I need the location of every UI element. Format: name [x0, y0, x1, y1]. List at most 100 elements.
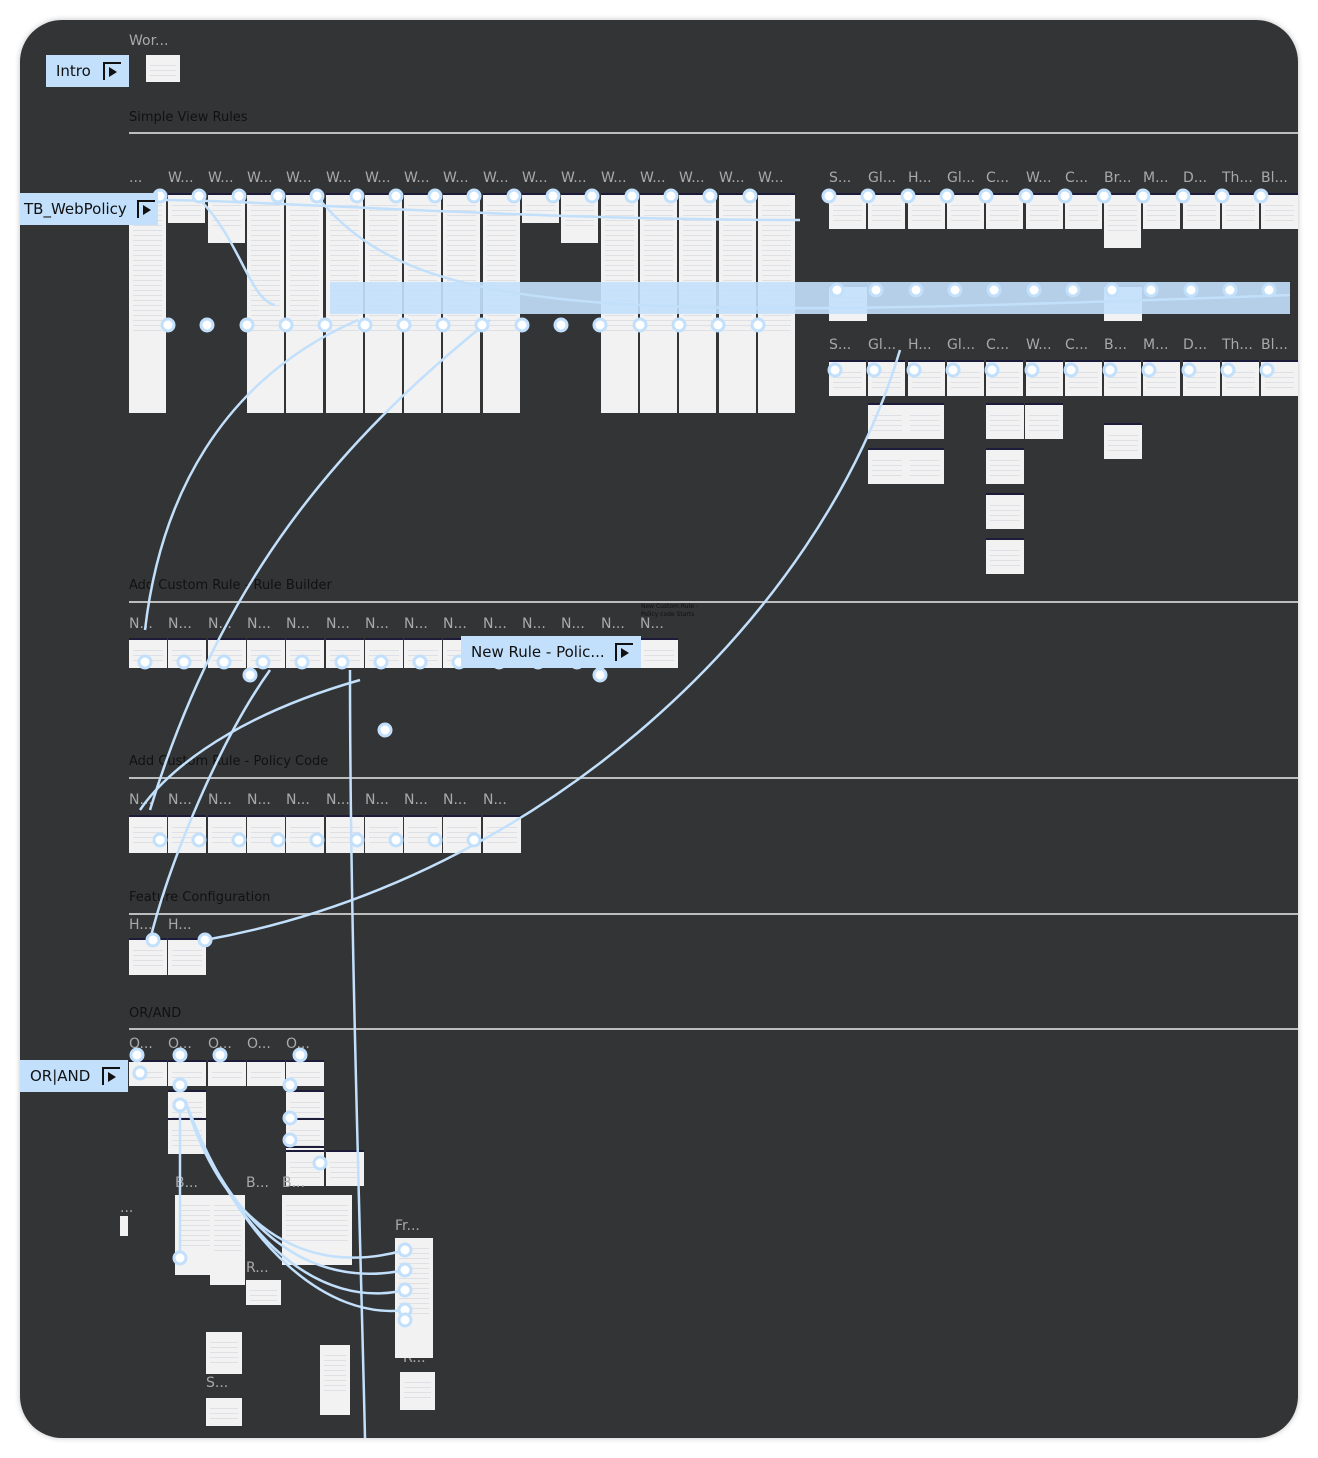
- connector-endpoint[interactable]: [349, 188, 365, 204]
- connector-endpoint[interactable]: [1214, 188, 1230, 204]
- flow-start-or-and[interactable]: OR|AND: [20, 1060, 128, 1092]
- connector-endpoint[interactable]: [750, 317, 766, 333]
- screen-frame[interactable]: [1104, 423, 1142, 459]
- connector-endpoint[interactable]: [1143, 282, 1159, 298]
- flow-start-new-rule[interactable]: New Rule - Polic...: [461, 636, 641, 668]
- connector-endpoint[interactable]: [397, 1282, 413, 1298]
- screen-frame[interactable]: [906, 448, 944, 484]
- screen-frame[interactable]: [868, 448, 906, 484]
- connector-endpoint[interactable]: [176, 654, 192, 670]
- connector-endpoint[interactable]: [1104, 282, 1120, 298]
- connector-endpoint[interactable]: [506, 188, 522, 204]
- connector-endpoint[interactable]: [199, 317, 215, 333]
- screen-frame[interactable]: [906, 403, 944, 439]
- connector-endpoint[interactable]: [553, 317, 569, 333]
- connector-endpoint[interactable]: [373, 654, 389, 670]
- screen-frame[interactable]: [395, 1238, 433, 1358]
- screen-frame[interactable]: [247, 193, 284, 413]
- connector-endpoint[interactable]: [334, 654, 350, 670]
- screen-frame[interactable]: [758, 193, 795, 413]
- connector-endpoint[interactable]: [1253, 188, 1269, 204]
- connector-endpoint[interactable]: [545, 188, 561, 204]
- connector-endpoint[interactable]: [945, 362, 961, 378]
- connector-endpoint[interactable]: [132, 1065, 148, 1081]
- connector-endpoint[interactable]: [377, 722, 393, 738]
- connector-endpoint[interactable]: [349, 832, 365, 848]
- connector-endpoint[interactable]: [255, 654, 271, 670]
- connector-endpoint[interactable]: [231, 188, 247, 204]
- connector-endpoint[interactable]: [671, 317, 687, 333]
- intro-frame-thumbnail[interactable]: [146, 55, 180, 82]
- connector-endpoint[interactable]: [827, 362, 843, 378]
- connector-endpoint[interactable]: [412, 654, 428, 670]
- connector-endpoint[interactable]: [1102, 362, 1118, 378]
- screen-frame[interactable]: [986, 403, 1024, 439]
- connector-endpoint[interactable]: [474, 317, 490, 333]
- connector-endpoint[interactable]: [216, 654, 232, 670]
- connector-endpoint[interactable]: [1175, 188, 1191, 204]
- screen-frame[interactable]: [640, 638, 678, 668]
- connector-endpoint[interactable]: [860, 188, 876, 204]
- connector-endpoint[interactable]: [908, 282, 924, 298]
- connector-endpoint[interactable]: [270, 832, 286, 848]
- screen-frame[interactable]: [286, 193, 323, 413]
- connector-endpoint[interactable]: [294, 654, 310, 670]
- screen-frame[interactable]: [1026, 360, 1063, 396]
- connector-endpoint[interactable]: [396, 317, 412, 333]
- connector-endpoint[interactable]: [312, 1155, 328, 1171]
- connector-endpoint[interactable]: [866, 362, 882, 378]
- connector-endpoint[interactable]: [1065, 282, 1081, 298]
- connector-endpoint[interactable]: [1135, 188, 1151, 204]
- connector-endpoint[interactable]: [282, 1132, 298, 1148]
- connector-endpoint[interactable]: [1220, 362, 1236, 378]
- connector-endpoint[interactable]: [435, 317, 451, 333]
- connector-endpoint[interactable]: [663, 188, 679, 204]
- screen-frame[interactable]: [829, 360, 866, 396]
- connector-endpoint[interactable]: [978, 188, 994, 204]
- connector-endpoint[interactable]: [309, 188, 325, 204]
- connector-endpoint[interactable]: [986, 282, 1002, 298]
- connector-endpoint[interactable]: [821, 188, 837, 204]
- connector-endpoint[interactable]: [939, 188, 955, 204]
- connector-endpoint[interactable]: [397, 1312, 413, 1328]
- prototype-canvas[interactable]: Wor... Simple View Rules Add Custom Rule…: [20, 20, 1298, 1438]
- screen-frame[interactable]: [168, 938, 206, 975]
- connector-endpoint[interactable]: [172, 1097, 188, 1113]
- connector-endpoint[interactable]: [278, 317, 294, 333]
- connector-endpoint[interactable]: [212, 1047, 228, 1063]
- screen-frame[interactable]: [986, 538, 1024, 574]
- screen-frame[interactable]: [986, 448, 1024, 484]
- screen-frame[interactable]: [247, 1060, 285, 1086]
- connector-endpoint[interactable]: [191, 188, 207, 204]
- connector-endpoint[interactable]: [388, 832, 404, 848]
- screen-frame[interactable]: [483, 815, 521, 853]
- connector-endpoint[interactable]: [624, 188, 640, 204]
- connector-endpoint[interactable]: [1181, 362, 1197, 378]
- connector-endpoint[interactable]: [742, 188, 758, 204]
- connector-endpoint[interactable]: [1026, 282, 1042, 298]
- connector-endpoint[interactable]: [1063, 362, 1079, 378]
- connector-endpoint[interactable]: [357, 317, 373, 333]
- connector-endpoint[interactable]: [1222, 282, 1238, 298]
- connector-endpoint[interactable]: [397, 1262, 413, 1278]
- connector-endpoint[interactable]: [984, 362, 1000, 378]
- screen-frame[interactable]: [246, 1280, 281, 1305]
- connector-endpoint[interactable]: [129, 1047, 145, 1063]
- connector-endpoint[interactable]: [1018, 188, 1034, 204]
- connector-endpoint[interactable]: [239, 317, 255, 333]
- connector-endpoint[interactable]: [172, 1047, 188, 1063]
- connector-endpoint[interactable]: [1261, 282, 1277, 298]
- connector-endpoint[interactable]: [1057, 188, 1073, 204]
- connector-endpoint[interactable]: [152, 832, 168, 848]
- connector-endpoint[interactable]: [242, 667, 258, 683]
- connector-endpoint[interactable]: [282, 1110, 298, 1126]
- connector-endpoint[interactable]: [172, 1077, 188, 1093]
- screen-frame[interactable]: [1025, 403, 1063, 439]
- connector-endpoint[interactable]: [1141, 362, 1157, 378]
- connector-endpoint[interactable]: [427, 188, 443, 204]
- screen-frame[interactable]: [206, 1398, 242, 1426]
- connector-endpoint[interactable]: [1024, 362, 1040, 378]
- screen-frame[interactable]: [1222, 193, 1259, 229]
- screen-frame[interactable]: [522, 193, 559, 223]
- connector-endpoint[interactable]: [145, 932, 161, 948]
